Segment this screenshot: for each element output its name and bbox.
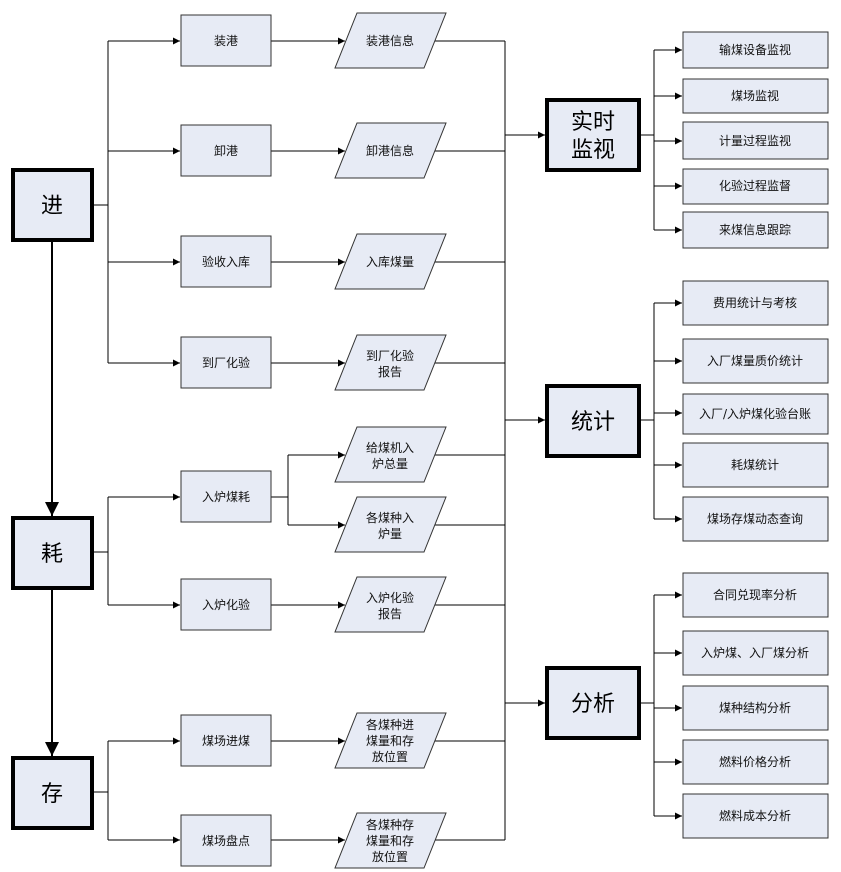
stats-outputs: 费用统计与考核 入厂煤量质价统计 入厂/入炉煤化验台账 耗煤统计 煤场存煤动态查… <box>682 280 829 542</box>
hub-line: 实时 <box>571 110 615 135</box>
node-store: 存 <box>11 756 94 830</box>
data-line: 报告 <box>378 606 402 621</box>
data-d6: 各煤种入 炉量 <box>334 496 447 553</box>
process-p5: 入炉煤耗 <box>180 470 272 523</box>
process-p7: 煤场进煤 <box>180 714 272 767</box>
output-item: 耗煤统计 <box>731 458 779 472</box>
data-line: 炉总量 <box>372 457 408 471</box>
node-consume-label: 耗 <box>41 542 63 567</box>
data-d2: 卸港信息 <box>334 122 447 179</box>
data-line: 放位置 <box>372 849 408 864</box>
process-p3: 验收入库 <box>180 235 272 288</box>
data-d5: 给煤机入 炉总量 <box>334 426 447 483</box>
node-store-label: 存 <box>41 782 63 807</box>
output-item: 来煤信息跟踪 <box>719 222 791 237</box>
output-item: 燃料价格分析 <box>719 754 791 769</box>
output-item: 入厂/入炉煤化验台账 <box>699 406 811 421</box>
data-line: 各煤种进 <box>366 717 414 732</box>
hub-stats: 统计 <box>545 384 641 458</box>
data-d7: 入炉化验 报告 <box>334 576 447 633</box>
node-consume: 耗 <box>11 516 94 590</box>
hub-line: 监视 <box>571 138 615 163</box>
process-p4: 到厂化验 <box>180 336 272 389</box>
process-p8: 煤场盘点 <box>180 814 272 867</box>
data-line: 入炉化验 <box>366 590 414 605</box>
output-item: 煤场监视 <box>731 88 779 103</box>
process-label: 验收入库 <box>202 254 250 269</box>
hub-analysis: 分析 <box>545 666 641 740</box>
data-line: 装港信息 <box>366 33 414 48</box>
output-item: 入炉煤、入厂煤分析 <box>701 646 809 660</box>
data-line: 卸港信息 <box>366 143 414 158</box>
data-line: 放位置 <box>372 749 408 764</box>
output-item: 费用统计与考核 <box>713 296 797 310</box>
output-item: 输煤设备监视 <box>719 42 791 57</box>
output-item: 入厂煤量质价统计 <box>707 354 803 368</box>
output-item: 煤种结构分析 <box>719 700 791 715</box>
process-label: 煤场盘点 <box>202 833 250 848</box>
process-label: 入炉煤耗 <box>202 490 250 504</box>
data-line: 各煤种存 <box>366 817 414 832</box>
hub-line: 统计 <box>571 410 615 435</box>
output-item: 燃料成本分析 <box>719 808 791 823</box>
data-line: 各煤种入 <box>366 510 414 525</box>
data-d9: 各煤种存 煤量和存 放位置 <box>334 812 447 869</box>
data-line: 入库煤量 <box>366 254 414 269</box>
data-line: 给煤机入 <box>366 441 414 455</box>
process-label: 煤场进煤 <box>202 734 250 748</box>
data-d4: 到厂化验 报告 <box>334 334 447 391</box>
data-line: 煤量和存 <box>366 834 414 848</box>
data-line: 炉量 <box>378 527 402 541</box>
output-item: 合同兑现率分析 <box>713 587 797 602</box>
process-label: 入炉化验 <box>202 597 250 612</box>
analysis-outputs: 合同兑现率分析 入炉煤、入厂煤分析 煤种结构分析 燃料价格分析 燃料成本分析 <box>682 572 829 839</box>
node-in-label: 进 <box>41 194 63 219</box>
process-p6: 入炉化验 <box>180 578 272 631</box>
connectors <box>45 37 682 844</box>
data-line: 到厂化验 <box>366 348 414 363</box>
data-d8: 各煤种进 煤量和存 放位置 <box>334 712 447 769</box>
node-in: 进 <box>11 168 94 242</box>
data-d3: 入库煤量 <box>334 233 447 290</box>
monitor-outputs: 输煤设备监视 煤场监视 计量过程监视 化验过程监督 来煤信息跟踪 <box>682 31 829 249</box>
output-item: 计量过程监视 <box>719 133 791 148</box>
output-item: 煤场存煤动态查询 <box>707 512 803 526</box>
hub-monitor: 实时 监视 <box>545 98 641 172</box>
process-label: 装港 <box>214 34 238 48</box>
data-d1: 装港信息 <box>334 12 447 69</box>
process-p2: 卸港 <box>180 124 272 177</box>
data-line: 报告 <box>378 364 402 379</box>
data-line: 煤量和存 <box>366 734 414 748</box>
output-item: 化验过程监督 <box>719 178 791 193</box>
process-p1: 装港 <box>180 14 272 67</box>
hub-line: 分析 <box>571 692 615 717</box>
process-label: 到厂化验 <box>202 355 250 370</box>
process-label: 卸港 <box>214 143 238 158</box>
